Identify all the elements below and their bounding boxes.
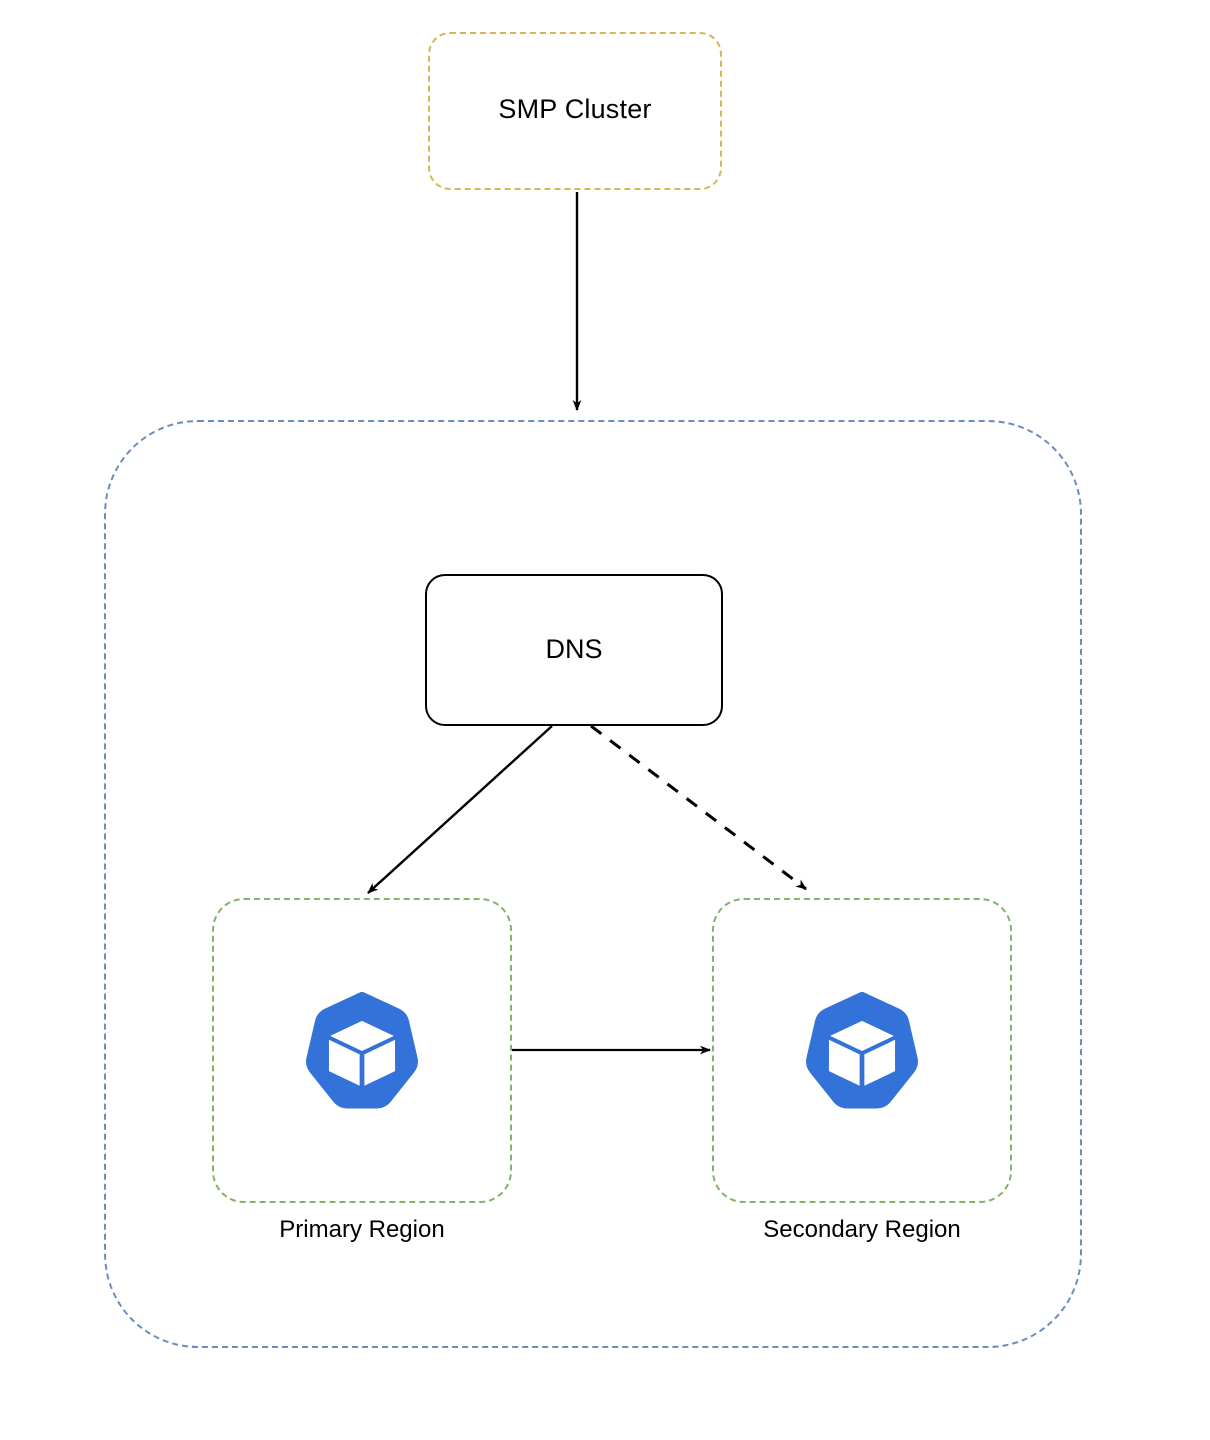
primary-region-label: Primary Region — [279, 1216, 445, 1243]
platform-container[interactable] — [104, 420, 1082, 1348]
dns-node[interactable]: DNS — [425, 574, 723, 726]
dns-label: DNS — [545, 633, 603, 664]
secondary-region-label: Secondary Region — [763, 1216, 961, 1243]
smp-cluster-group[interactable]: SMP Cluster — [428, 32, 722, 190]
secondary-region-group[interactable] — [712, 898, 1012, 1203]
kubernetes-icon — [806, 991, 918, 1108]
smp-cluster-label: SMP Cluster — [498, 94, 652, 124]
primary-region-group[interactable] — [212, 898, 512, 1203]
kubernetes-icon — [306, 991, 418, 1108]
